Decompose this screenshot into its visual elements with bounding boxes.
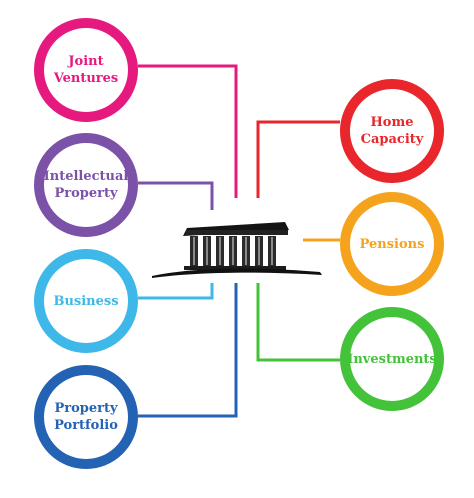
node-investments: Investments — [340, 307, 444, 411]
node-label-property-portfolio: Property Portfolio — [54, 401, 118, 433]
node-label-business: Business — [53, 293, 119, 309]
node-label-intellectual-property: Intellectual Property — [43, 169, 129, 201]
connector-home-capacity — [256, 120, 340, 198]
connector-joint-ventures — [138, 64, 238, 198]
node-pensions: Pensions — [340, 192, 444, 296]
node-home-capacity: Home Capacity — [340, 79, 444, 183]
connector-intellectual — [138, 181, 214, 210]
node-label-investments: Investments — [347, 351, 437, 367]
node-label-joint-ventures: Joint Ventures — [53, 54, 119, 86]
node-joint-ventures: Joint Ventures — [34, 18, 138, 122]
bank-building-icon — [152, 222, 322, 278]
connector-business — [138, 283, 214, 300]
connector-investments — [256, 283, 340, 362]
node-business: Business — [34, 249, 138, 353]
node-intellectual-property: Intellectual Property — [34, 133, 138, 237]
node-label-home-capacity: Home Capacity — [360, 115, 424, 147]
node-label-pensions: Pensions — [359, 236, 425, 252]
node-property-portfolio: Property Portfolio — [34, 365, 138, 469]
connector-property — [138, 283, 238, 418]
